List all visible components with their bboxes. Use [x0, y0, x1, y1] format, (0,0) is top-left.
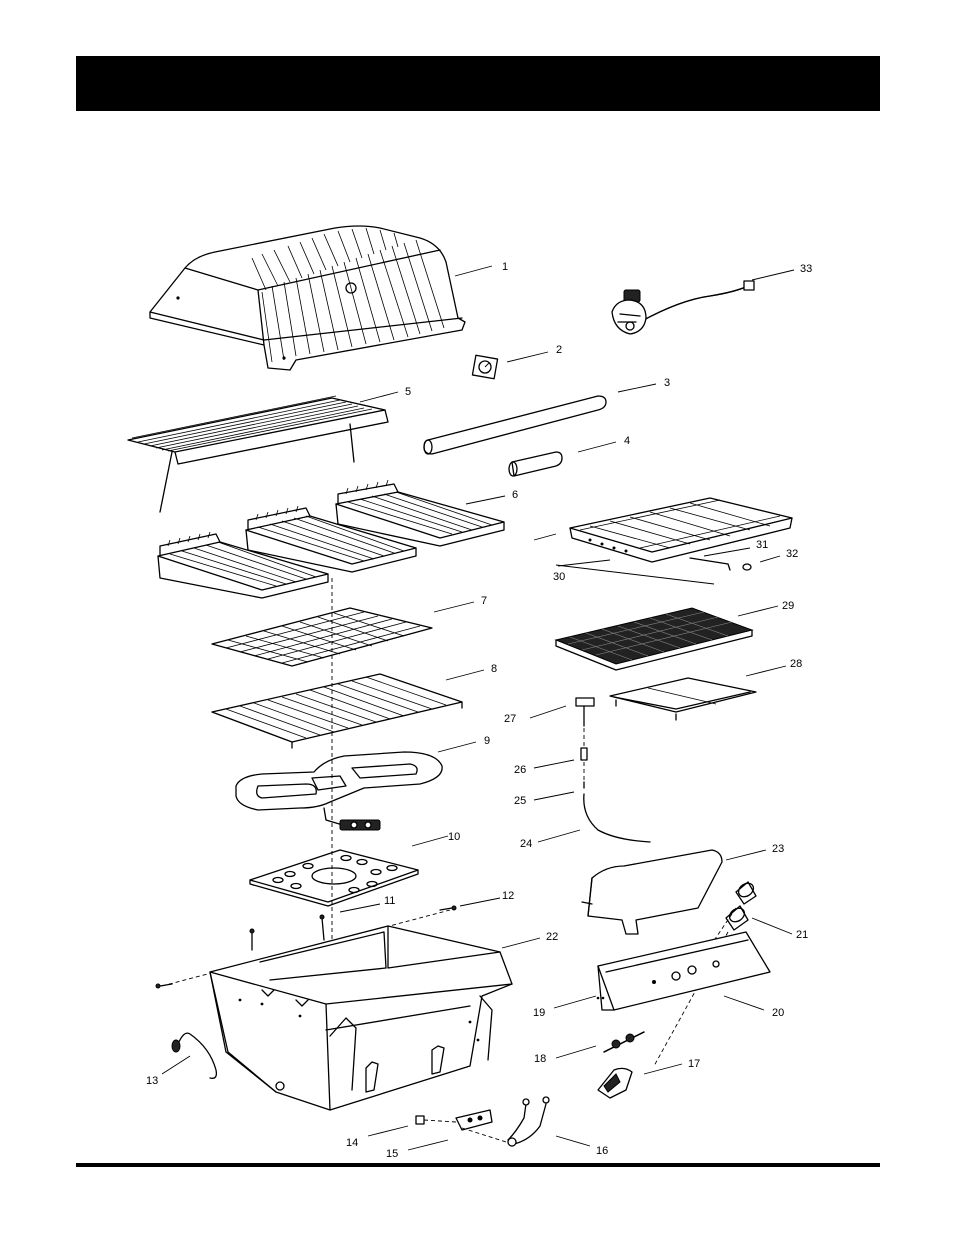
part-label-17: 17	[688, 1058, 700, 1070]
regulator-hose-part	[612, 281, 754, 334]
part-label-28: 28	[790, 658, 802, 670]
briquette-grid-part	[556, 608, 752, 670]
part-label-1: 1	[502, 261, 508, 273]
part-label-19: 19	[533, 1007, 545, 1019]
part-label-2: 2	[556, 344, 562, 356]
part-label-11: 11	[384, 895, 395, 907]
part-label-13: 13	[146, 1075, 158, 1087]
part-label-21: 21	[796, 929, 808, 941]
cooking-grates-part	[158, 480, 504, 598]
rod-bushing-part	[690, 558, 751, 570]
part-label-14: 14	[346, 1137, 358, 1149]
part-label-18: 18	[534, 1053, 546, 1065]
part-label-22: 22	[546, 931, 558, 943]
part-label-6: 6	[512, 489, 518, 501]
part-label-26: 26	[514, 764, 526, 776]
part-label-9: 9	[484, 735, 490, 747]
part-label-15: 15	[386, 1148, 398, 1160]
flavor-grid-part	[212, 608, 432, 666]
part-label-30: 30	[553, 571, 565, 583]
short-tube-part	[509, 452, 562, 476]
part-label-4: 4	[624, 435, 630, 447]
burner-part	[236, 752, 442, 830]
tube-part	[424, 396, 606, 454]
heat-shield-part	[582, 850, 722, 934]
part-label-25: 25	[514, 795, 526, 807]
footer-rule	[76, 1163, 880, 1167]
match-holder-part	[172, 1033, 216, 1078]
regulator-inlet-part	[598, 1068, 632, 1098]
part-label-20: 20	[772, 1007, 784, 1019]
part-label-10: 10	[448, 831, 460, 843]
part-label-33: 33	[800, 263, 812, 275]
part-label-23: 23	[772, 843, 784, 855]
thermometer-part	[472, 355, 497, 379]
lower-grate-part	[212, 674, 462, 748]
part-label-29: 29	[782, 600, 794, 612]
part-label-12: 12	[502, 890, 514, 902]
control-panel-part	[597, 932, 770, 1010]
part-label-24: 24	[520, 838, 532, 850]
part-label-16: 16	[596, 1145, 608, 1157]
part-label-32: 32	[786, 548, 798, 560]
firebox-part	[210, 926, 512, 1110]
lid-part	[150, 226, 465, 370]
briquette-tray-part	[570, 498, 792, 562]
igniter-parts	[416, 1097, 549, 1146]
electrode-parts	[576, 698, 650, 842]
part-label-7: 7	[481, 595, 487, 607]
part-label-8: 8	[491, 663, 497, 675]
part-label-31: 31	[756, 539, 768, 551]
warming-rack-part	[128, 396, 388, 512]
part-label-3: 3	[664, 377, 670, 389]
part-label-5: 5	[405, 386, 411, 398]
part-label-27: 27	[504, 713, 516, 725]
valve-manifold-part	[604, 1032, 644, 1052]
grid-frame-part	[610, 678, 756, 720]
